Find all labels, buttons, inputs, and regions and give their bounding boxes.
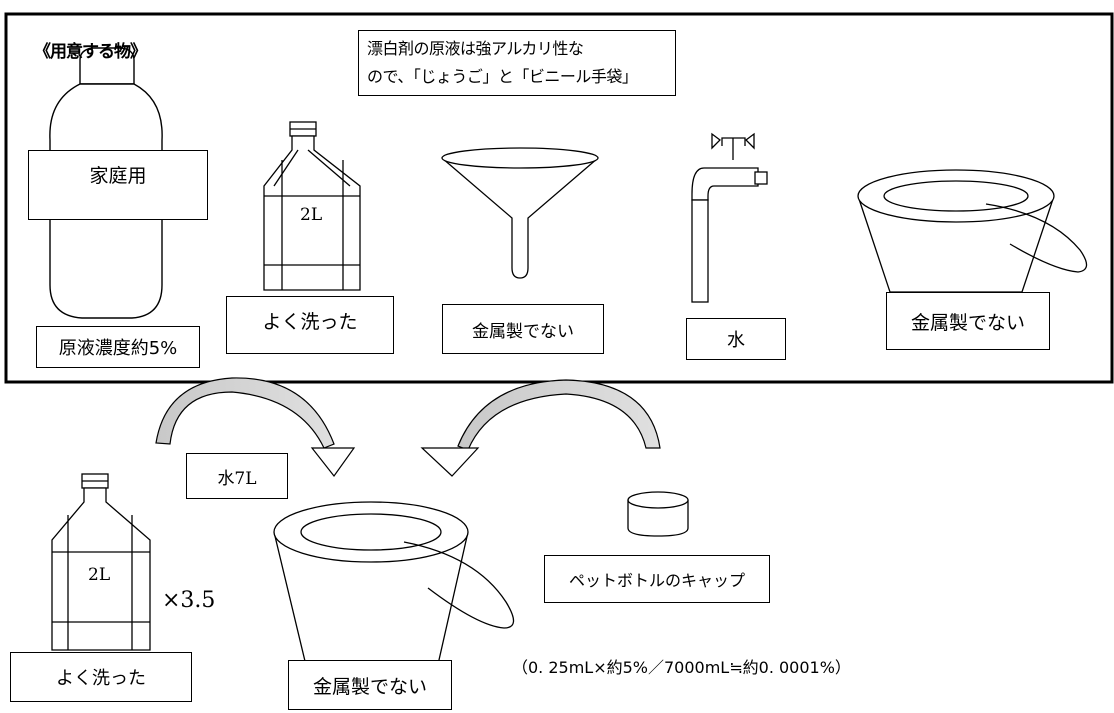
- water-label: 水: [686, 318, 786, 360]
- pet-bottle-icon: [263, 121, 361, 291]
- materials-heading: 《用意する物》: [34, 42, 147, 62]
- bleach-concentration-label: 原液濃度約5%: [36, 326, 200, 368]
- pet-bottle-icon: [51, 473, 151, 651]
- arrow-pour-bleach-icon: [420, 379, 661, 477]
- bottle-volume-label: 2L: [300, 205, 323, 225]
- warning-note-line-1: 漂白剤の原液は強アルカリ性な: [367, 39, 584, 58]
- bucket-label: 金属製でない: [886, 292, 1050, 350]
- faucet-icon: [691, 132, 768, 303]
- bleach-bottle-label: 家庭用: [28, 150, 208, 220]
- funnel-label: 金属製でない: [442, 304, 604, 354]
- washed-bottle-label: よく洗った: [10, 652, 192, 702]
- bucket-icon: [857, 169, 1088, 293]
- bottle-cap-icon: [627, 491, 689, 537]
- dilution-formula: （0. 25mL×約5%／7000mL≒約0. 0001%）: [512, 658, 851, 677]
- bottle-cap-label: ペットボトルのキャップ: [544, 555, 770, 603]
- warning-note-line-2: ので、「じょうご」と「ビニール手袋」: [367, 67, 638, 86]
- washed-bottle-label: よく洗った: [226, 296, 394, 354]
- arrow-pour-water-icon: [155, 377, 356, 478]
- multiplier-label: ×3.5: [162, 588, 216, 613]
- bucket-label: 金属製でない: [288, 660, 452, 710]
- water-amount-label: 水7L: [186, 453, 288, 499]
- warning-note: 漂白剤の原液は強アルカリ性な ので、「じょうご」と「ビニール手袋」: [358, 30, 676, 96]
- funnel-icon: [441, 147, 599, 279]
- bucket-icon: [273, 501, 515, 683]
- bottle-volume-label: 2L: [88, 565, 111, 585]
